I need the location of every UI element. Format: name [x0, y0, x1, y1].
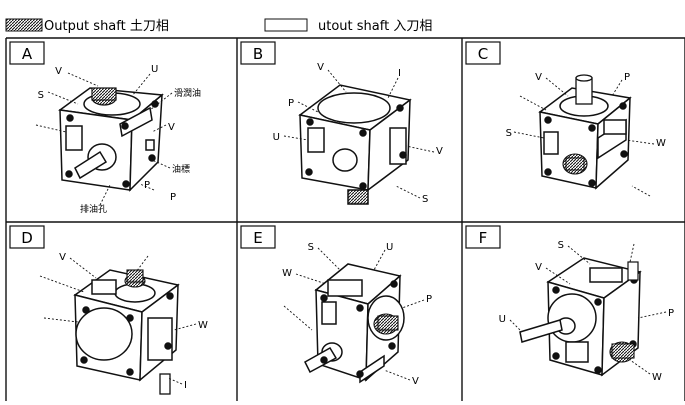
- callout-f-u: U: [499, 314, 506, 325]
- callout-c-p: P: [624, 72, 630, 83]
- input-shaft-f: [627, 261, 639, 281]
- panel-a-letter: A: [22, 45, 33, 63]
- callout-b-v2: V: [436, 146, 443, 157]
- panel-d-letter-box: [9, 225, 45, 249]
- callout-a-drain: 排油孔: [80, 203, 107, 215]
- callout-b-s: S: [422, 194, 428, 205]
- panel-b-leaders: [283, 69, 435, 199]
- gearbox-d: [73, 269, 180, 382]
- callout-a-v2: V: [168, 122, 175, 133]
- callout-a-u: U: [151, 64, 158, 75]
- legend-label-output: Output shaft 土刀相: [44, 19, 169, 34]
- legend-swatch-input: [264, 18, 308, 32]
- panel-a-letter-box: [9, 41, 45, 65]
- panel-e-leaders: [283, 247, 425, 381]
- callout-b-v: V: [317, 62, 324, 73]
- output-gear-e: [373, 313, 399, 335]
- callout-b-i: I: [398, 68, 401, 79]
- panel-f-leaders: [509, 243, 667, 375]
- panel-grid: [5, 37, 685, 401]
- panel-d-leaders: [39, 255, 197, 385]
- panel-d-letter: D: [21, 229, 33, 247]
- callout-a-p: P: [170, 192, 176, 203]
- callout-b-u: U: [273, 132, 280, 143]
- input-shaft-d: [159, 373, 171, 395]
- legend: Output shaft 土刀相 utout shaft 入刀相: [5, 18, 432, 34]
- callout-d-v: V: [59, 252, 66, 263]
- output-shaft-a: [91, 87, 117, 106]
- panel-d: D V W I: [9, 225, 208, 395]
- callout-a-s: S: [38, 90, 44, 101]
- output-gear-d: [124, 269, 146, 288]
- panel-a-leaders: [35, 72, 173, 206]
- panel-e: E S U W P: [240, 225, 432, 387]
- panel-e-letter: E: [253, 229, 262, 247]
- callout-a-oil-gauge: 油標: [172, 163, 190, 175]
- gearbox-b: [298, 84, 412, 205]
- input-shaft-c: [575, 74, 593, 105]
- callout-c-v: V: [535, 72, 542, 83]
- callout-d-w: W: [198, 320, 208, 331]
- gearbox-a: [58, 87, 164, 192]
- panel-c-letter-box: [465, 41, 501, 65]
- callout-e-p: P: [426, 294, 432, 305]
- panel-b-letter-box: [240, 41, 276, 65]
- panel-b: B V I P U V S: [240, 41, 443, 205]
- panel-c: C V P: [465, 41, 666, 197]
- callout-f-p: P: [668, 308, 674, 319]
- panel-c-letter: C: [478, 45, 488, 63]
- panel-a: A V: [9, 41, 201, 215]
- legend-swatch-output: [5, 18, 43, 32]
- callout-e-w: W: [282, 268, 292, 279]
- callout-e-u: U: [386, 242, 393, 253]
- panel-f-letter-box: [465, 225, 501, 249]
- legend-label-input: utout shaft 入刀相: [318, 19, 432, 34]
- panel-f: F S V U P: [465, 225, 674, 383]
- callout-a-oil-inlet: 滑潤油: [174, 87, 201, 99]
- panel-b-letter: B: [253, 45, 263, 63]
- callout-d-i: I: [184, 380, 187, 391]
- gearbox-e: [304, 263, 405, 384]
- callout-a-v: V: [55, 66, 62, 77]
- callout-f-v: V: [535, 262, 542, 273]
- callout-a-p2: P: [144, 180, 150, 191]
- callout-f-s: S: [558, 240, 564, 251]
- callout-c-w: W: [656, 138, 666, 149]
- panel-e-letter-box: [240, 225, 276, 249]
- callout-c-s: S: [506, 128, 512, 139]
- panel-f-letter: F: [479, 229, 488, 247]
- callout-e-s: S: [308, 242, 314, 253]
- callout-b-p: P: [288, 98, 294, 109]
- output-gear-c: [562, 153, 588, 175]
- panel-c-leaders: [513, 77, 655, 197]
- output-gear-f: [609, 341, 635, 363]
- callout-e-v: V: [412, 376, 419, 387]
- callout-f-w: W: [652, 372, 662, 383]
